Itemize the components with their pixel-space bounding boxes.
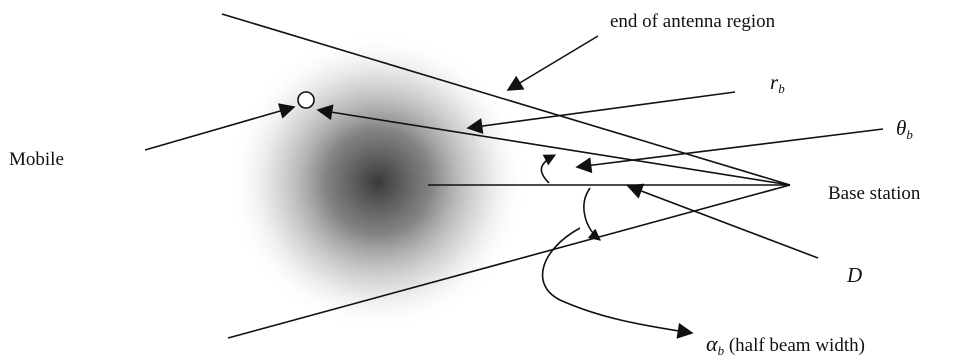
radius-symbol: r <box>770 70 779 94</box>
alpha-description: (half beam width) <box>728 335 865 356</box>
radius-subscript: b <box>778 81 785 96</box>
mobile-pointer <box>144 103 296 151</box>
theta-angle-arc <box>540 154 557 184</box>
alpha-callout-arrow <box>541 227 694 339</box>
alpha-symbol: αb <box>706 331 725 358</box>
alpha-angle-arc <box>583 187 601 241</box>
theta-symbol: θ <box>896 116 907 140</box>
mobile-label: Mobile <box>9 149 64 170</box>
distance-pointer <box>626 183 819 259</box>
end-region-label: end of antenna region <box>610 11 776 32</box>
theta-pointer <box>575 128 884 174</box>
alpha-subscript: b <box>717 343 725 358</box>
radius-pointer <box>466 91 736 135</box>
coverage-shading <box>228 32 528 332</box>
mobile-distance-line <box>316 104 791 186</box>
radius-label: rb <box>770 70 785 96</box>
upper-beam-edge <box>221 13 791 186</box>
alpha-label: αb (half beam width) <box>706 331 865 358</box>
distance-label: D <box>847 263 863 287</box>
mobile-terminal <box>297 91 315 109</box>
theta-subscript: b <box>906 127 913 142</box>
end-region-pointer <box>506 35 599 91</box>
base-station-label: Base station <box>828 183 921 204</box>
lower-beam-edge <box>227 184 791 339</box>
theta-label: θb <box>896 116 913 142</box>
